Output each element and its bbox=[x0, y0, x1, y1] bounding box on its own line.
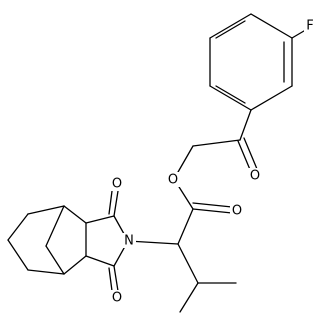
bond bbox=[7, 239, 29, 271]
atom-imide-oxygen-top: O bbox=[110, 176, 124, 192]
bond bbox=[27, 269, 65, 275]
atom-label: N bbox=[124, 234, 134, 249]
bond bbox=[215, 85, 246, 104]
bond bbox=[209, 85, 252, 111]
bond bbox=[192, 139, 241, 147]
bond bbox=[113, 190, 119, 217]
bond bbox=[215, 20, 246, 39]
bond bbox=[239, 109, 252, 141]
bond bbox=[209, 13, 252, 39]
bond bbox=[179, 282, 199, 313]
bond bbox=[243, 137, 258, 170]
bond bbox=[250, 85, 293, 111]
atom-label: O bbox=[168, 173, 178, 188]
atom-label: O bbox=[112, 177, 122, 192]
atom-label: O bbox=[250, 169, 260, 184]
atom-label: O bbox=[112, 291, 122, 306]
bond bbox=[7, 213, 29, 241]
bond bbox=[108, 267, 113, 292]
atom-imide-nitrogen: N bbox=[122, 233, 136, 249]
atom-label: F bbox=[306, 19, 313, 34]
bond bbox=[85, 255, 115, 267]
atom-label: O bbox=[232, 204, 242, 219]
atom-labels: F O O O O N O bbox=[110, 18, 316, 306]
bond bbox=[177, 208, 194, 245]
bond bbox=[45, 205, 65, 247]
bond bbox=[177, 243, 199, 284]
atom-ester-oxygen: O bbox=[166, 172, 180, 188]
atom-carbonyl-oxygen: O bbox=[230, 203, 244, 219]
bond bbox=[85, 215, 115, 224]
bond bbox=[45, 245, 65, 275]
bond bbox=[27, 205, 65, 215]
bonds bbox=[7, 13, 310, 313]
bond bbox=[127, 240, 179, 245]
atom-imide-oxygen-bottom: O bbox=[110, 290, 124, 306]
bond bbox=[250, 13, 293, 39]
bond bbox=[192, 202, 233, 208]
atom-ketone-oxygen: O bbox=[248, 168, 262, 184]
atom-fluorine: F bbox=[304, 18, 316, 34]
bond bbox=[192, 208, 233, 214]
bond bbox=[113, 265, 119, 292]
bond bbox=[63, 205, 87, 224]
bond bbox=[237, 140, 252, 173]
bond bbox=[108, 190, 113, 215]
bond bbox=[63, 255, 87, 275]
